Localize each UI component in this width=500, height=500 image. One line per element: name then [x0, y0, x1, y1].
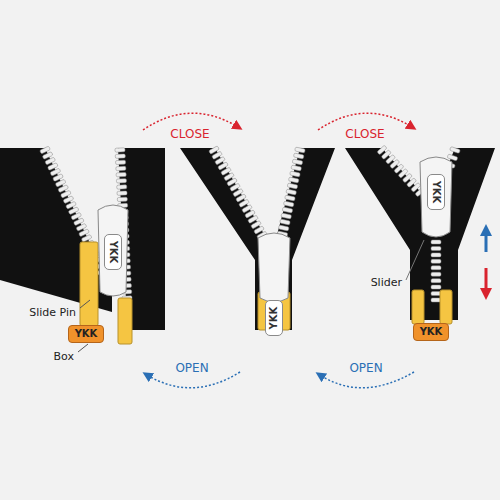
zipper-tooth: [280, 219, 291, 225]
zipper-tooth: [116, 172, 126, 176]
zipper-tooth: [285, 195, 296, 201]
zipper-tooth: [281, 213, 292, 219]
up-arrow-head: [480, 224, 492, 236]
zipper-tooth: [291, 165, 302, 171]
pull-tab: YKK: [104, 234, 122, 271]
up-arrow: [485, 234, 488, 252]
zipper-teeth: [40, 145, 461, 302]
open-arrow: [320, 372, 414, 388]
leader-line: [406, 240, 424, 280]
action-label: OPEN: [349, 362, 382, 374]
zipper-tooth: [293, 153, 304, 159]
slider-body: [98, 205, 128, 296]
zipper-tooth: [450, 147, 461, 154]
slider-body: [258, 233, 290, 302]
zipper-tooth: [117, 191, 127, 195]
retainer-box-pin: [440, 290, 452, 324]
zipper-tooth: [115, 148, 125, 152]
zipper-tooth: [283, 201, 294, 207]
zipper-tooth: [117, 197, 127, 201]
zipper-tooth: [431, 279, 441, 283]
teeth-row: [209, 146, 274, 250]
action-label: CLOSE: [170, 128, 209, 140]
leader-line: [78, 344, 88, 352]
teeth-row: [377, 145, 425, 197]
zipper-tooth: [286, 189, 297, 195]
zipper-tooth: [115, 160, 125, 164]
slider-body: [420, 157, 452, 237]
zipper-tape: [180, 148, 335, 330]
zipper-tooth: [278, 225, 289, 231]
open-arrow: [147, 372, 240, 388]
zipper-tooth: [116, 166, 126, 170]
zipper-tooth: [282, 207, 293, 213]
zipper-tooth: [431, 266, 441, 270]
zipper-tooth: [116, 179, 126, 183]
brand-mark: YKK: [108, 241, 118, 264]
leader-line: [80, 300, 90, 308]
zipper-tooth: [431, 240, 441, 244]
part-name: Slider: [371, 277, 402, 288]
zipper-tooth: [431, 285, 441, 289]
part-name: Slide Pin: [29, 307, 76, 318]
action-label: OPEN: [175, 362, 208, 374]
zipper-tooth: [295, 147, 306, 153]
zipper-tooth: [115, 154, 125, 158]
down-arrow: [485, 268, 488, 290]
zipper-tooth: [287, 183, 298, 189]
zipper-tooth: [431, 272, 441, 276]
zipper-tooth: [431, 259, 441, 263]
retainer-box: YKK: [413, 323, 450, 341]
part-name: Box: [54, 351, 74, 362]
zipper-tooth: [431, 253, 441, 257]
retainer-box-pin: [118, 298, 132, 344]
action-label: CLOSE: [345, 128, 384, 140]
pull-tab: YKK: [265, 300, 283, 337]
zipper-tooth: [288, 177, 299, 183]
brand-mark: YKK: [420, 327, 443, 337]
brand-mark: YKK: [431, 181, 441, 204]
pull-tab: YKK: [427, 174, 445, 211]
zipper-tooth: [292, 159, 303, 165]
brand-mark: YKK: [75, 329, 98, 339]
zipper-tooth: [431, 246, 441, 250]
down-arrow-head: [480, 288, 492, 300]
brand-mark: YKK: [269, 307, 279, 330]
zipper-tooth: [290, 171, 301, 177]
slide-pin: [412, 290, 424, 324]
zipper-tooth: [117, 185, 127, 189]
slide-pin: [80, 242, 98, 326]
retainer-box: YKK: [68, 325, 105, 343]
